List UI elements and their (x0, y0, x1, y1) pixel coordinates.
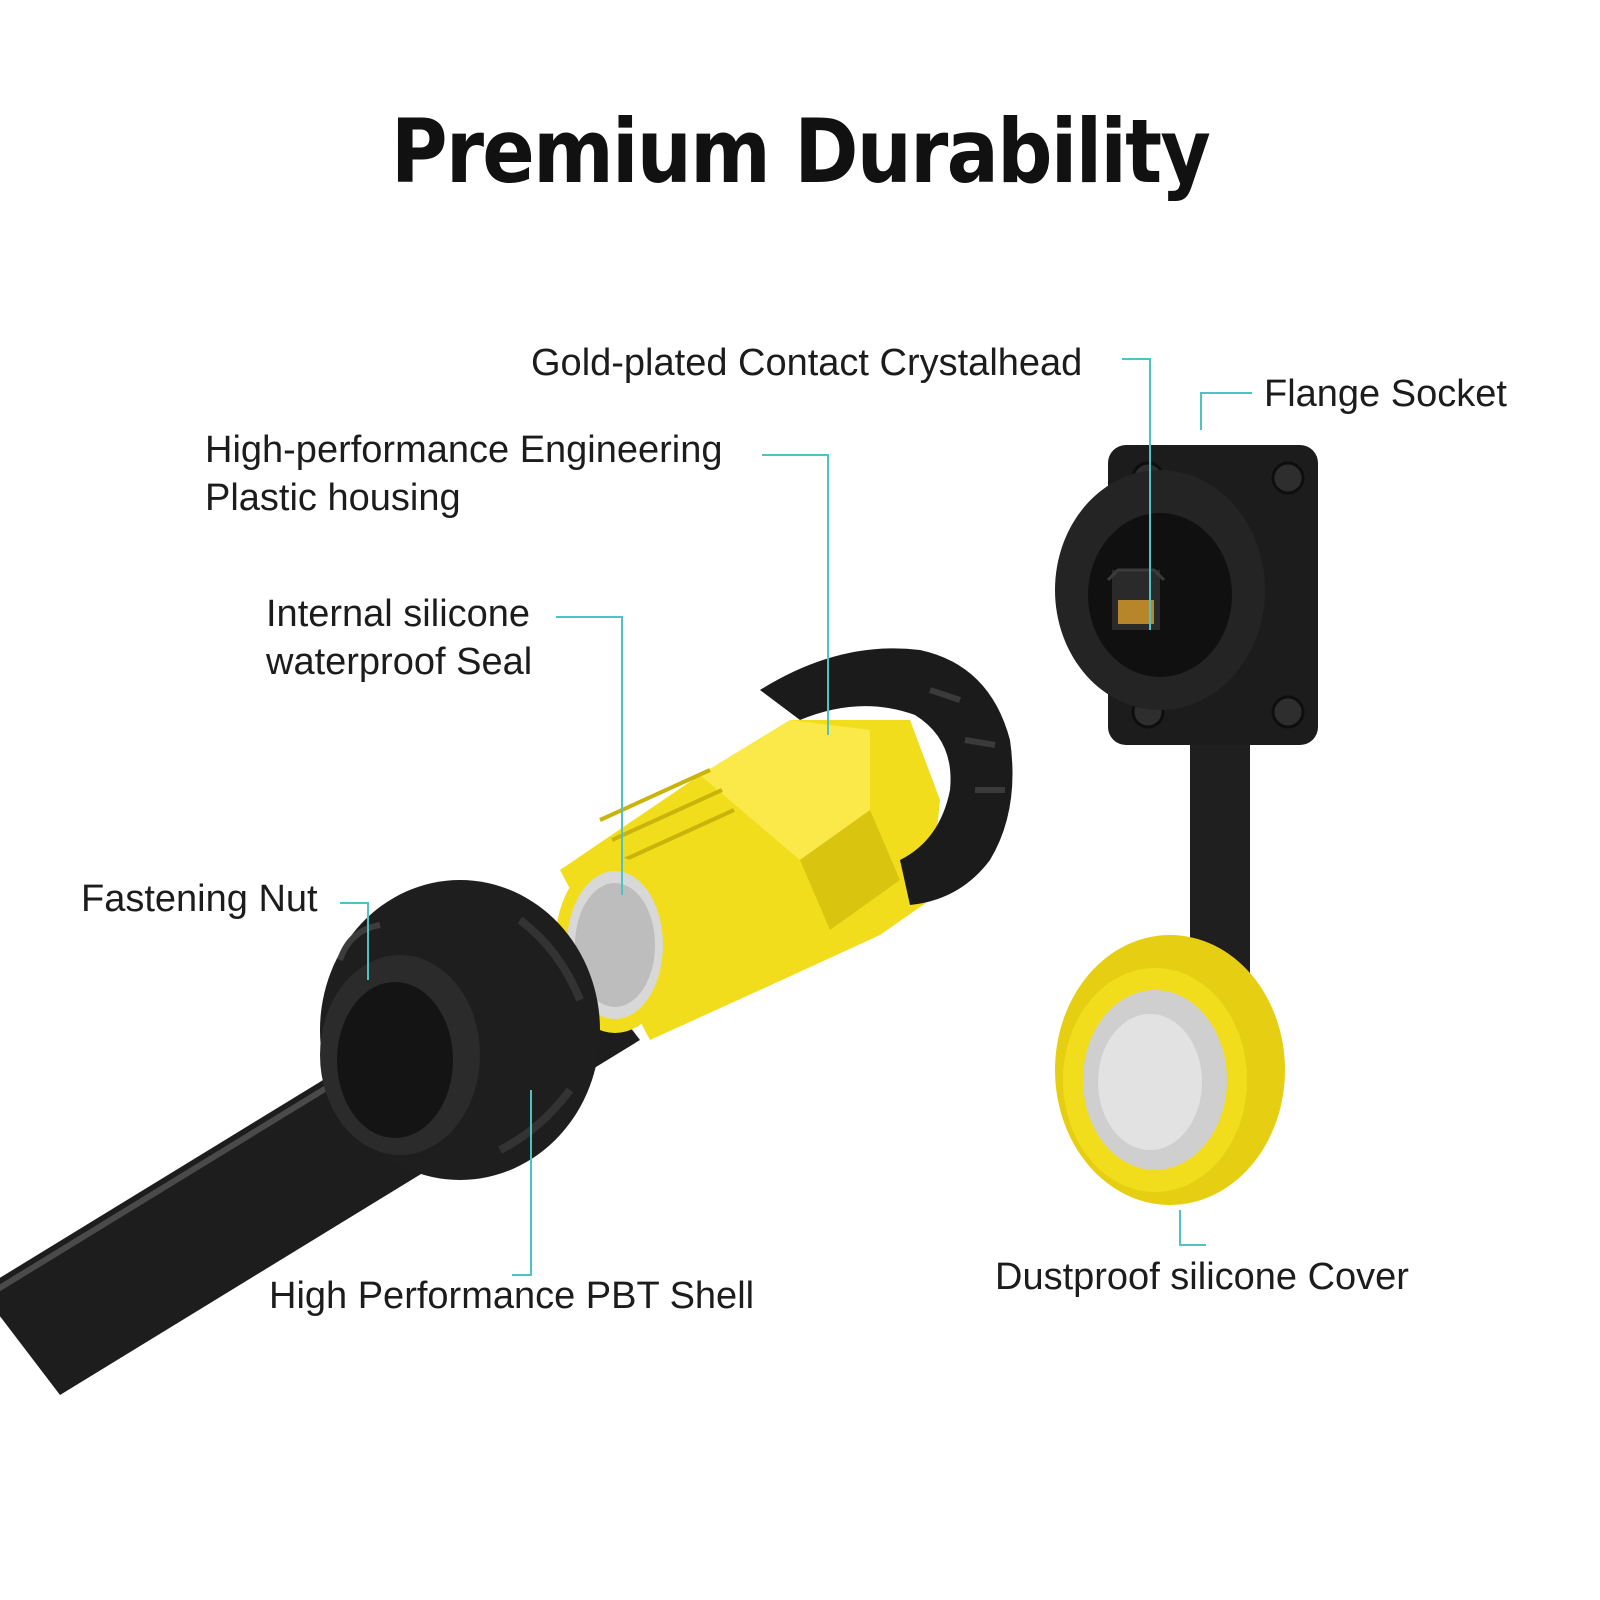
leader-gold-contact (1122, 358, 1151, 630)
fastening-nut (320, 880, 600, 1180)
leader-flange-socket (1200, 392, 1252, 430)
leader-fastening-nut (340, 902, 369, 980)
label-seal-line1: Internal silicone (266, 593, 531, 635)
leader-seal (556, 616, 623, 895)
label-housing-line2: Plastic housing (205, 477, 461, 519)
coupling-ring (760, 648, 1013, 905)
leader-pbt-shell (512, 1090, 532, 1276)
page-title: Premium Durability (390, 100, 1211, 203)
flange-socket (1055, 445, 1318, 1000)
label-pbt-shell: High Performance PBT Shell (269, 1275, 755, 1317)
leader-housing (762, 454, 829, 735)
leader-lines (340, 358, 1252, 1276)
label-seal-line2: waterproof Seal (266, 641, 533, 683)
label-dustproof-cover: Dustproof silicone Cover (995, 1256, 1409, 1298)
leader-dust-cover (1179, 1210, 1206, 1246)
label-flange-socket: Flange Socket (1264, 373, 1507, 415)
label-fastening-nut: Fastening Nut (81, 878, 318, 920)
label-gold-contact: Gold-plated Contact Crystalhead (531, 342, 1083, 384)
dustproof-cover (1055, 935, 1285, 1205)
label-housing-line1: High-performance Engineering (205, 429, 723, 471)
